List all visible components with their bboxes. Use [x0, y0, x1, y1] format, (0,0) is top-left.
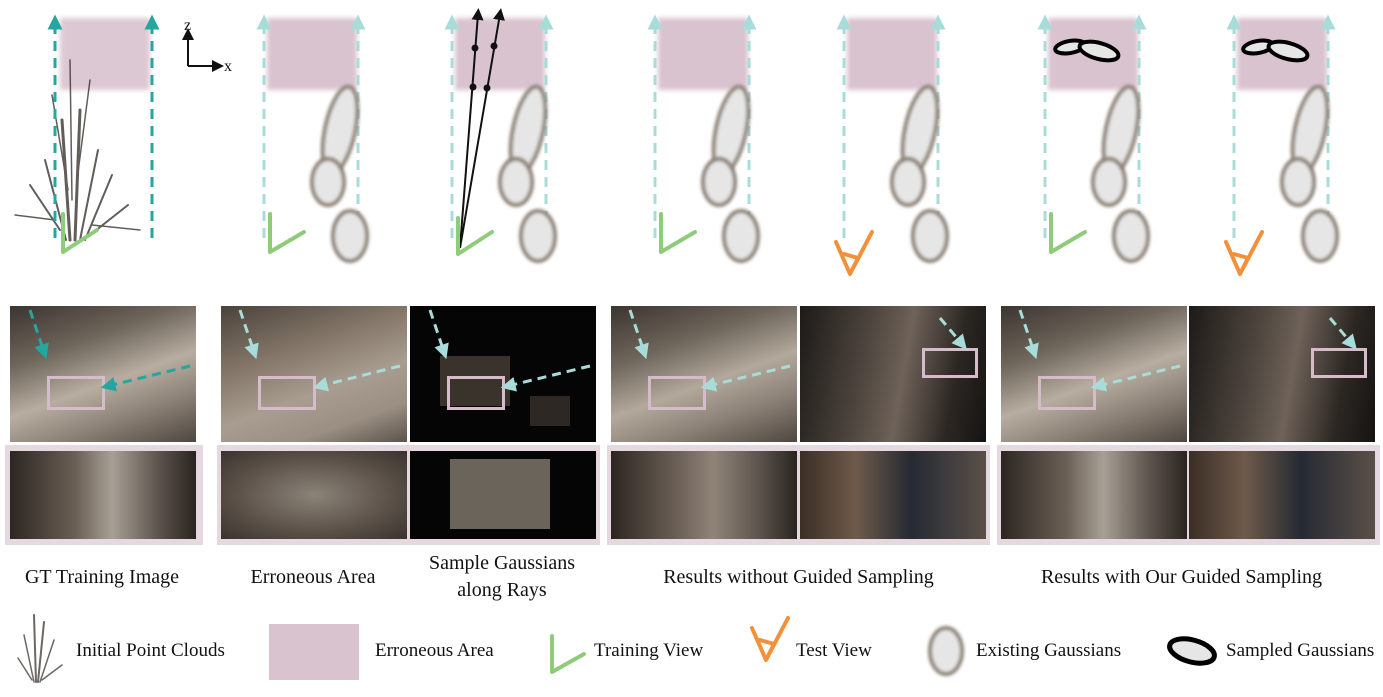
legend-existing-label: Existing Gaussians — [976, 640, 1122, 661]
legend-sampled-label: Sampled Gaussians — [1226, 640, 1375, 661]
erroneous-crop-photo — [221, 451, 407, 539]
caption-erroneous: Erroneous Area — [250, 566, 376, 588]
legend-symbols — [17, 614, 1217, 683]
sample-gaussians-photo — [410, 306, 596, 442]
caption-sample-line1: Sample Gaussians — [428, 552, 576, 574]
legend-erroneous-swatch — [269, 624, 359, 680]
without-train-crop — [611, 451, 797, 539]
x-axis-label: x — [224, 58, 232, 75]
gt-training-photo — [10, 306, 196, 442]
test-view-icon — [834, 230, 874, 276]
erroneous-photo — [221, 306, 407, 442]
sampled-gaussian — [1077, 39, 1121, 63]
training-view-icon — [61, 212, 99, 254]
panel-point-cloud — [14, 14, 160, 254]
caption-without: Results without Guided Sampling — [663, 566, 934, 588]
legend-point-cloud-icon — [17, 614, 63, 683]
existing-gaussian — [310, 157, 346, 207]
photo-arrows — [28, 309, 1357, 392]
with-test-photo — [1189, 306, 1375, 442]
legend-training-view-label: Training View — [594, 640, 704, 661]
caption-with: Results with Our Guided Sampling — [1040, 566, 1323, 588]
panel-sample-rays — [444, 8, 557, 263]
existing-gaussian — [331, 209, 369, 263]
panel-with-train — [1037, 14, 1150, 263]
sample-crop-photo — [410, 451, 596, 539]
with-train-photo — [1001, 306, 1187, 442]
z-axis-label: z — [184, 17, 191, 34]
with-train-crop — [1001, 451, 1187, 539]
gt-crop-photo — [10, 451, 196, 539]
sample-ray — [459, 8, 484, 249]
legend-test-view-icon — [750, 616, 790, 662]
panel-without-train — [647, 14, 760, 263]
caption-sample-line2: along Rays — [457, 579, 547, 601]
sample-ray — [459, 8, 505, 249]
without-test-photo — [800, 306, 986, 442]
with-test-crop — [1189, 451, 1375, 539]
panel-without-test — [834, 14, 949, 276]
panel-with-test — [1224, 14, 1339, 276]
axis-indicator: z x — [182, 17, 232, 75]
without-test-crop — [800, 451, 986, 539]
legend-point-clouds-label: Initial Point Clouds — [76, 640, 225, 661]
legend-training-view-icon — [550, 634, 586, 674]
without-train-photo — [611, 306, 797, 442]
erroneous-area-box — [60, 18, 150, 90]
caption-gt-training: GT Training Image — [24, 566, 180, 588]
legend-test-view-label: Test View — [796, 640, 872, 661]
legend-erroneous-label: Erroneous Area — [375, 640, 494, 661]
panel-erroneous — [256, 14, 369, 263]
training-view-icon — [268, 212, 306, 254]
schematic-row: z x — [14, 8, 1339, 276]
legend-existing-gaussian — [928, 626, 964, 676]
legend-sampled-gaussian — [1167, 636, 1217, 666]
